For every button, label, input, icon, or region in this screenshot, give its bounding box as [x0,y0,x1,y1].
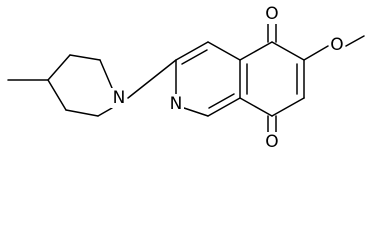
bond-n2-c1 [183,107,209,117]
bond-c4p-c5p [47,79,67,111]
atom-o-methoxy: O [330,35,343,55]
o-methoxy-bg [329,35,345,55]
bond-c3-npip [127,59,177,99]
atom-o-top: O [265,4,278,24]
bond-npip-c2p [99,59,113,89]
molecule-structure: O O O N N [7,4,365,152]
atom-n-ring: N [170,94,183,114]
o-top-bg [264,4,280,24]
bond-c5-c6 [271,41,305,61]
bond-c7-o-methoxy [303,45,329,61]
bond-c4a-c5 [239,41,273,61]
atom-n-piperidine: N [113,88,126,108]
atom-o-bottom: O [265,132,278,152]
bond-c6p-npip [97,107,113,117]
bond-c4a-c4 [207,41,241,61]
bond-c4-c3-inner [181,49,208,65]
bond-c7-c8 [271,97,305,117]
bond-c3p-c4p [47,54,71,81]
bond-c5p-c6p [65,109,99,117]
bond-c1-c8a [207,97,241,117]
o-bottom-bg [264,132,280,152]
bond-o-methyl [345,35,365,47]
bond-c2p-c3p [69,54,101,61]
n-ring-bg [168,94,184,114]
molecule-canvas: O O O N N [7,4,365,152]
bond-c1-c8a-inner [208,93,235,109]
n-piperidine-bg [111,88,127,108]
bond-c8-c8a [239,97,273,117]
bond-c4-c3 [175,41,209,61]
